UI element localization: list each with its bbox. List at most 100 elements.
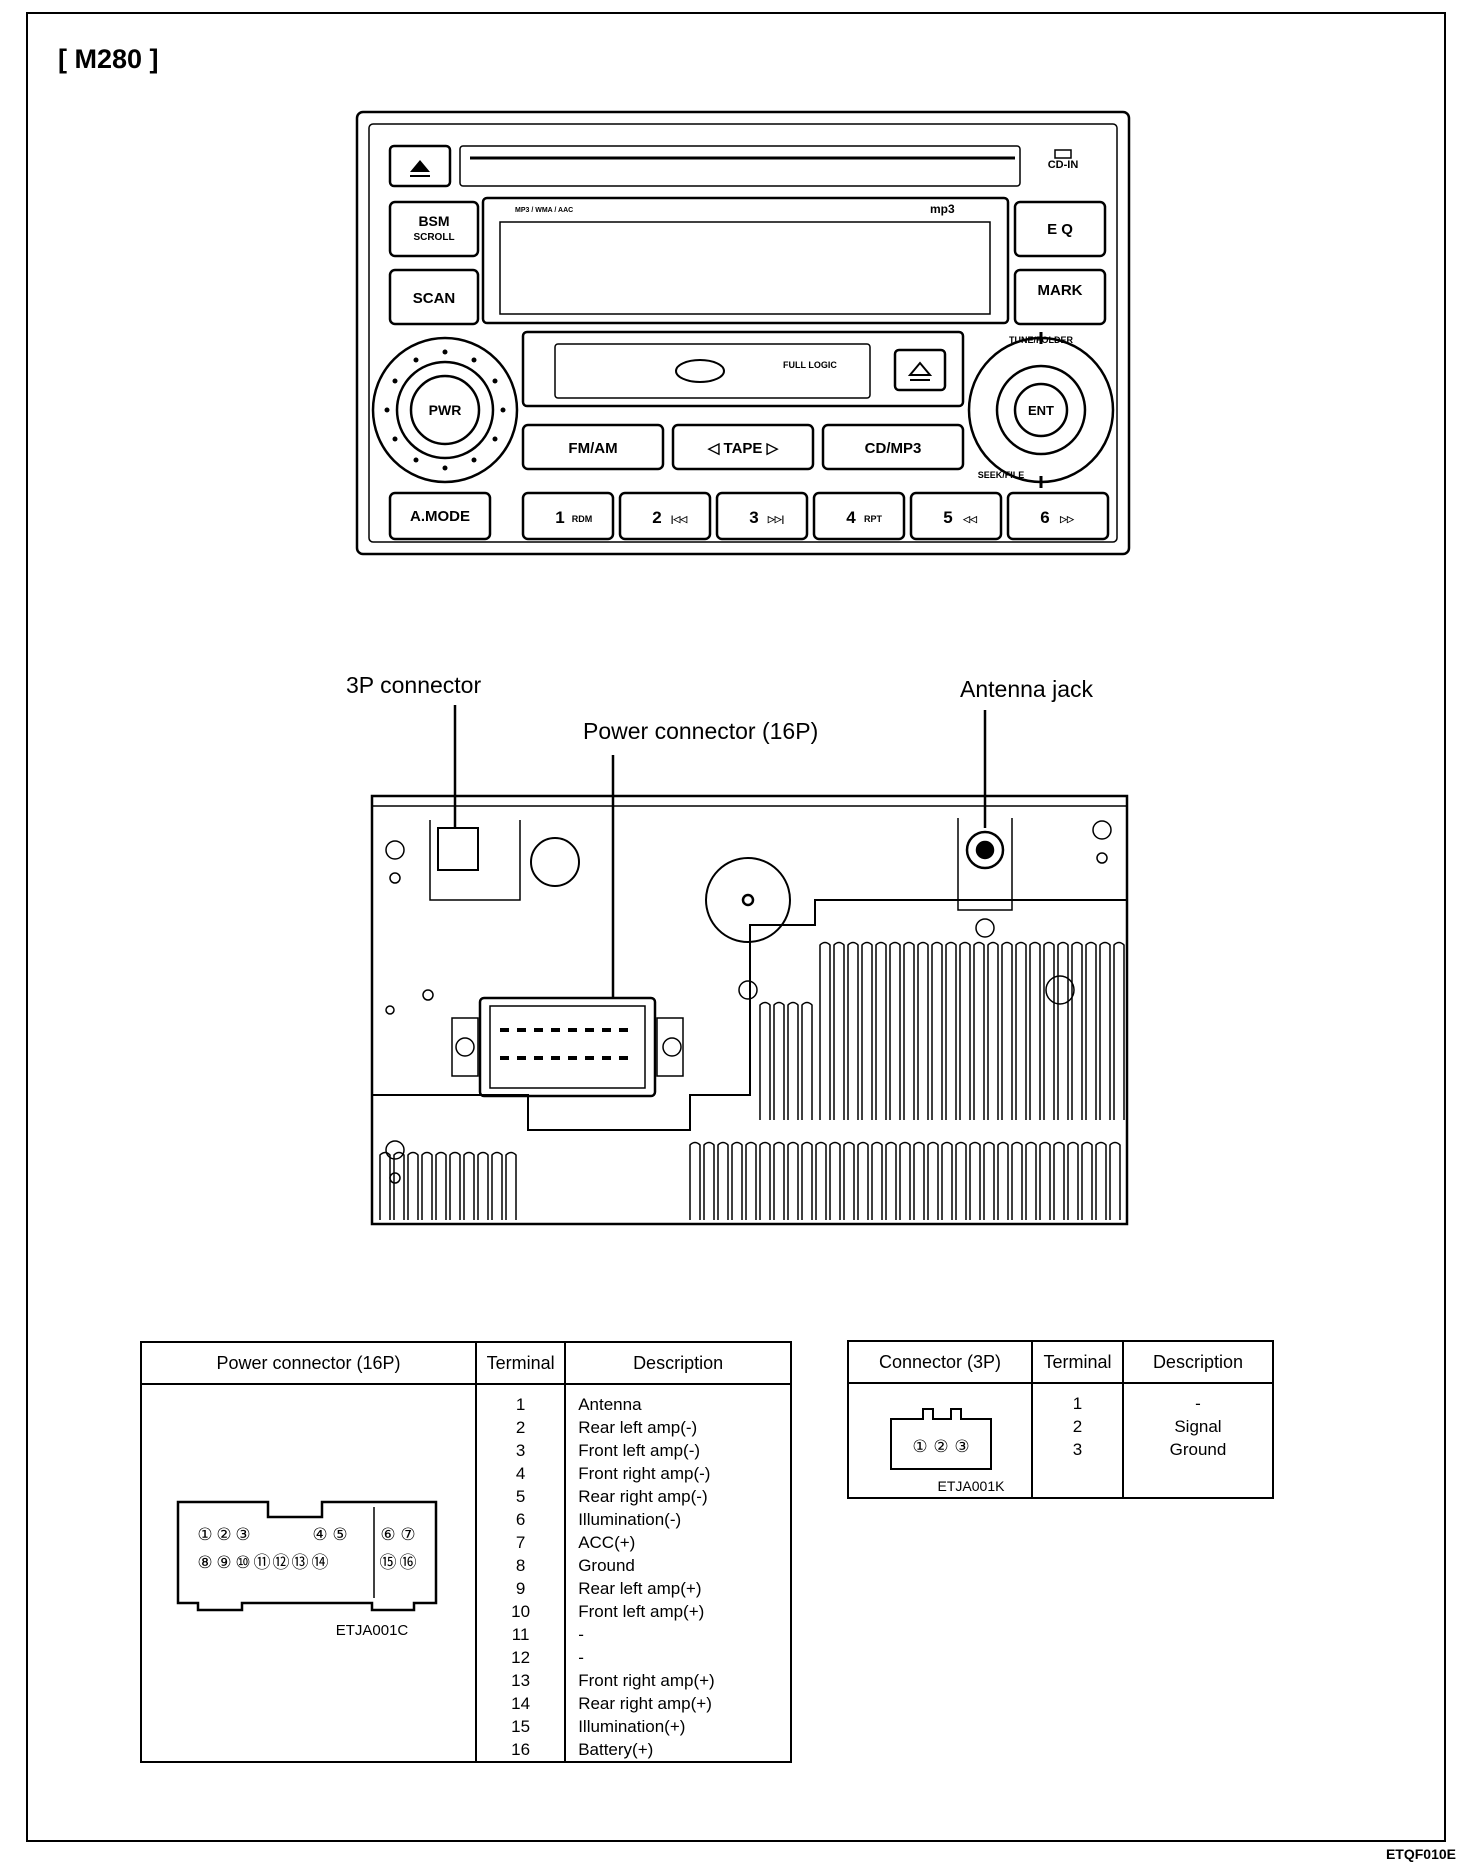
heatsink-fin	[1085, 941, 1097, 1120]
description-cell: Rear right amp(-)	[578, 1487, 708, 1506]
heatsink-fin	[1011, 1141, 1023, 1220]
description-cell: Battery(+)	[578, 1740, 654, 1759]
heatsink-fin	[885, 1141, 897, 1220]
pin-label: ⑮	[380, 1553, 397, 1572]
heatsink-fin	[449, 1151, 461, 1220]
preset-button-4[interactable]: 4	[846, 508, 856, 527]
pin-slot	[619, 1056, 628, 1060]
eject-icon	[410, 160, 430, 172]
heatsink-fin	[1081, 1141, 1093, 1220]
pin-slot	[534, 1056, 543, 1060]
pin-label-3p: ③	[954, 1437, 969, 1456]
header-description: Description	[564, 1341, 792, 1385]
mark-button[interactable]: MARK	[1038, 282, 1083, 299]
amode-button[interactable]: A.MODE	[410, 508, 470, 525]
formats-label: MP3 / WMA / AAC	[515, 207, 573, 214]
preset-button-1[interactable]: 1	[555, 508, 564, 527]
heatsink-fin	[1095, 1141, 1107, 1220]
heatsink-fin	[1099, 941, 1111, 1120]
heatsink-fin	[931, 941, 943, 1120]
description-cell: Antenna	[578, 1395, 642, 1414]
heatsink-fin	[903, 941, 915, 1120]
preset-button-3[interactable]: 3	[749, 508, 758, 527]
pin-slot	[602, 1056, 611, 1060]
heatsink-fin	[421, 1151, 433, 1220]
heatsink-fin	[955, 1141, 967, 1220]
preset-sub-label-3: ▷▷|	[767, 514, 784, 524]
header-description-3p: Description	[1121, 1340, 1275, 1384]
callout-antenna-jack: Antenna jack	[960, 676, 1093, 702]
heatsink-fin	[393, 1151, 405, 1220]
heatsink-fin	[1029, 941, 1041, 1120]
bsm-button[interactable]: BSM	[418, 213, 449, 229]
heatsink-fin	[861, 941, 873, 1120]
pin-label: ①	[197, 1525, 212, 1544]
pin-label: ②	[216, 1525, 231, 1544]
heatsink-fin	[787, 1141, 799, 1220]
model-title: [ M280 ]	[58, 44, 159, 74]
heatsink-fin	[801, 1141, 813, 1220]
heatsink-fin	[983, 1141, 995, 1220]
heatsink-fin	[745, 1141, 757, 1220]
description-cell: -	[578, 1648, 584, 1667]
terminal-cell: 11	[511, 1625, 530, 1644]
heatsink-fin	[871, 1141, 883, 1220]
heatsink-fin	[505, 1151, 517, 1220]
description-cell: Front left amp(+)	[578, 1602, 705, 1621]
heatsink-fin	[1015, 941, 1027, 1120]
cd-mp3-button[interactable]: CD/MP3	[865, 440, 922, 457]
description-cell: Front right amp(-)	[578, 1464, 711, 1483]
preset-sub-label-4: RPT	[864, 514, 883, 524]
description-cell: -	[578, 1625, 584, 1644]
heatsink-fin	[759, 1141, 771, 1220]
heatsink-fin	[1057, 941, 1069, 1120]
pwr-button[interactable]: PWR	[429, 402, 462, 418]
pin-label: ⑦	[400, 1525, 415, 1544]
heatsink-fin	[1109, 1141, 1121, 1220]
pin-label: ⑭	[312, 1553, 329, 1572]
fm-am-button[interactable]: FM/AM	[568, 440, 617, 457]
callout-3p-connector: 3P connector	[346, 672, 482, 698]
heatsink-fin	[1025, 1141, 1037, 1220]
pin-slot	[500, 1056, 509, 1060]
terminal-cell: 1	[1072, 1394, 1083, 1413]
eq-button[interactable]: E Q	[1047, 221, 1073, 238]
scroll-label: SCROLL	[413, 232, 454, 243]
page-frame	[26, 12, 1446, 1842]
heatsink-fin	[987, 941, 999, 1120]
heatsink-fin	[833, 941, 845, 1120]
preset-sub-label-6: ▷▷	[1059, 514, 1075, 524]
heatsink-fin	[717, 1141, 729, 1220]
terminal-cell: 12	[511, 1648, 531, 1667]
tape-button[interactable]: ◁ TAPE ▷	[707, 440, 780, 457]
preset-sub-label-2: |◁◁	[671, 514, 688, 524]
cd-in-label: CD-IN	[1048, 159, 1079, 171]
description-cell: Illumination(+)	[578, 1717, 686, 1736]
description-cell: Rear left amp(+)	[578, 1579, 702, 1598]
description-cell: Ground	[1169, 1440, 1227, 1459]
terminal-cell: 7	[515, 1533, 526, 1552]
full-logic-label: FULL LOGIC	[783, 360, 837, 370]
heatsink-fin	[913, 1141, 925, 1220]
terminal-cell: 2	[515, 1418, 526, 1437]
tune-folder-label: TUNE/FOLDER	[1009, 335, 1073, 345]
heatsink-fin	[959, 941, 971, 1120]
terminal-cell: 16	[511, 1740, 531, 1759]
heatsink-fin	[997, 1141, 1009, 1220]
description-cell: Signal	[1174, 1417, 1222, 1436]
ent-button[interactable]: ENT	[1028, 403, 1054, 418]
preset-button-6[interactable]: 6	[1040, 508, 1049, 527]
seek-file-label: SEEK/FILE	[978, 470, 1025, 480]
pin-slot	[500, 1028, 509, 1032]
scan-button[interactable]: SCAN	[413, 290, 456, 307]
heatsink-fin	[917, 941, 929, 1120]
preset-button-2[interactable]: 2	[652, 508, 661, 527]
terminal-cell: 8	[515, 1556, 526, 1575]
pin-label: ⑩	[235, 1553, 250, 1572]
preset-button-5[interactable]: 5	[943, 508, 952, 527]
